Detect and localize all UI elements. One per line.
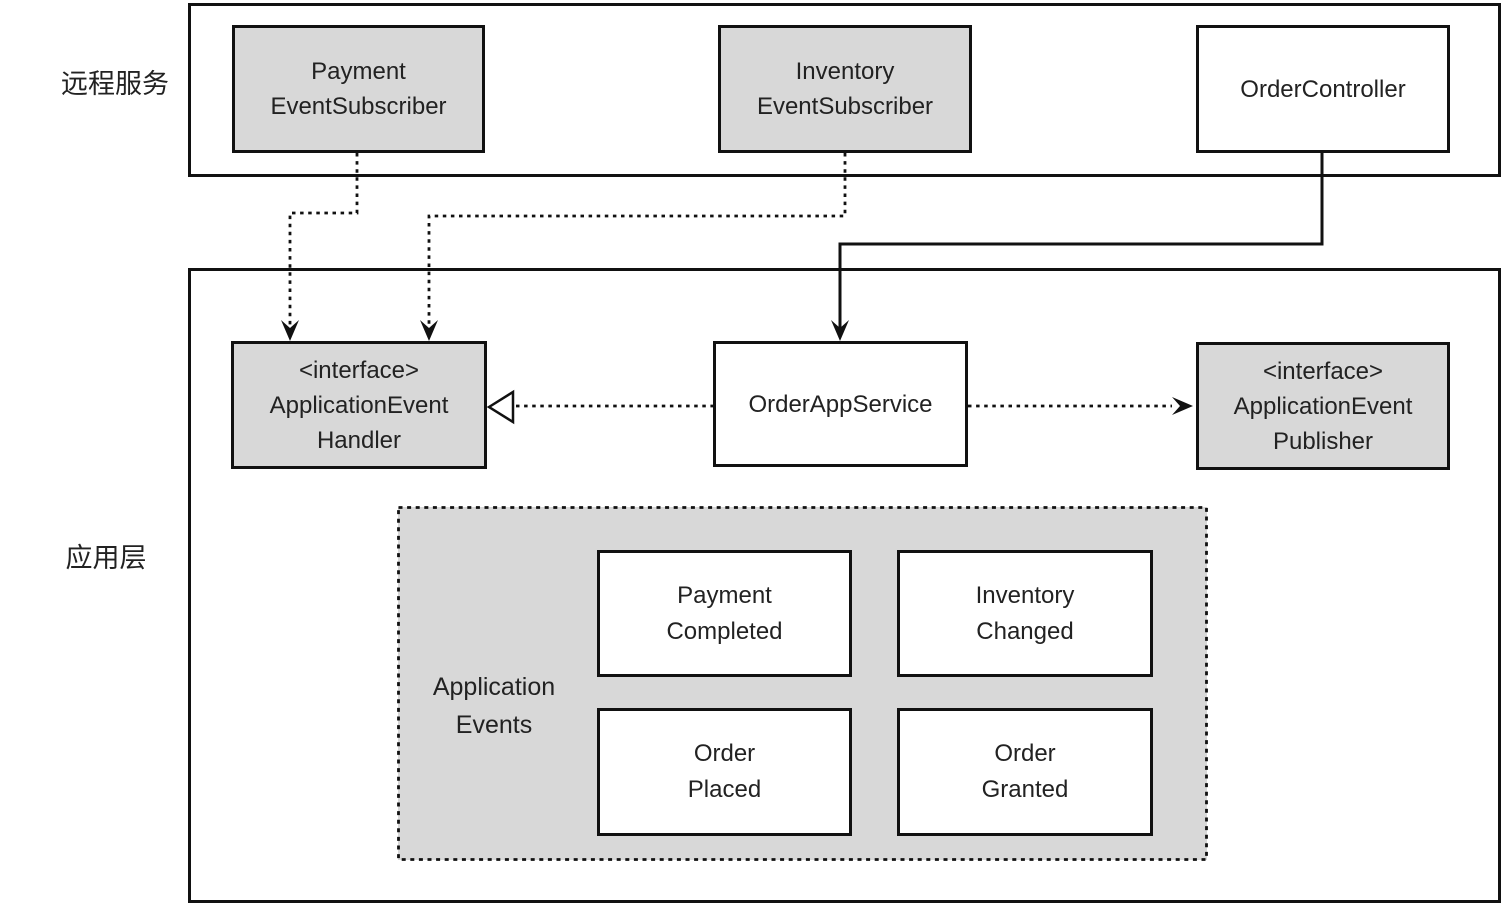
node-order-controller: OrderController xyxy=(1196,25,1450,153)
application-layer-label: 应用层 xyxy=(65,543,147,573)
event-box-order-placed: Order Placed xyxy=(597,708,852,836)
node-order-app-service: OrderAppService xyxy=(713,341,968,467)
event-box-order-granted: Order Granted xyxy=(897,708,1153,836)
remote-services-layer-label: 远程服务 xyxy=(61,69,169,99)
event-box-payment-completed: Payment Completed xyxy=(597,550,852,677)
event-box-inventory-changed: Inventory Changed xyxy=(897,550,1153,677)
node-inventory-event-subscriber: Inventory EventSubscriber xyxy=(718,25,972,153)
node-payment-event-subscriber: Payment EventSubscriber xyxy=(232,25,485,153)
application-events-group-label: Application Events xyxy=(432,673,556,739)
node-application-event-handler: <interface> ApplicationEvent Handler xyxy=(231,341,487,469)
node-application-event-publisher: <interface> ApplicationEvent Publisher xyxy=(1196,342,1450,470)
